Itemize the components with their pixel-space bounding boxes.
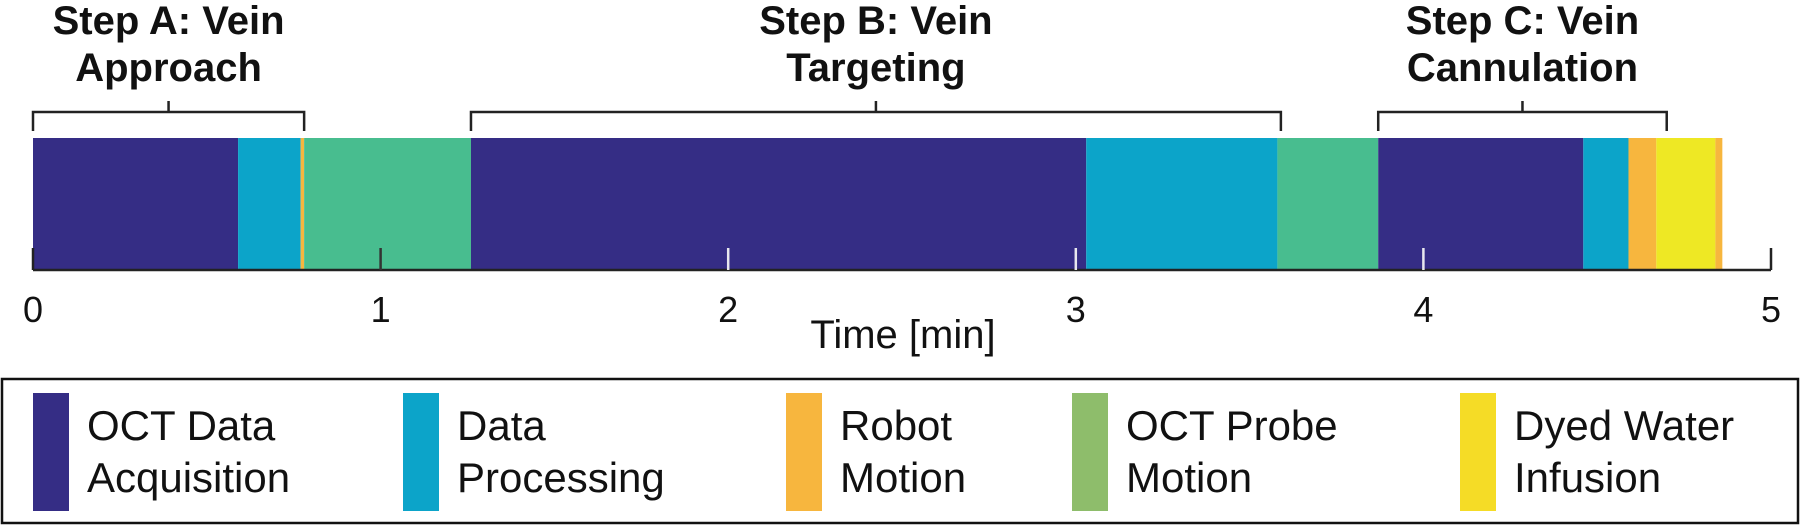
legend-swatch-0 xyxy=(33,393,69,511)
legend-swatch-2 xyxy=(786,393,822,511)
legend-swatch-1 xyxy=(403,393,439,511)
segment-probe-6 xyxy=(1277,138,1379,270)
legend-swatch-3 xyxy=(1072,393,1108,511)
x-tick-label-5: 5 xyxy=(1761,289,1781,330)
segment-oct-acq-7 xyxy=(1378,138,1584,270)
segment-robot-11 xyxy=(1715,138,1723,270)
x-tick-label-1: 1 xyxy=(371,289,391,330)
segment-robot-9 xyxy=(1628,138,1657,270)
segment-probe-3 xyxy=(304,138,471,270)
x-axis-label: Time [min] xyxy=(810,313,995,357)
segment-dye-10 xyxy=(1656,138,1716,270)
legend-frame xyxy=(0,377,1800,525)
step-bracket-1 xyxy=(469,101,1283,131)
segment-data-proc-1 xyxy=(238,138,301,270)
step-bracket-2 xyxy=(1376,101,1668,131)
segment-data-proc-8 xyxy=(1583,138,1629,270)
segment-robot-2 xyxy=(300,138,305,270)
segment-oct-acq-4 xyxy=(470,138,1087,270)
step-bracket-0 xyxy=(31,101,306,131)
legend-swatch-4 xyxy=(1460,393,1496,511)
x-axis: 0 1 2 3 4 5 xyxy=(23,248,1781,330)
step-brackets xyxy=(31,101,1668,131)
segment-data-proc-5 xyxy=(1086,138,1278,270)
x-tick-label-0: 0 xyxy=(23,289,43,330)
x-tick-label-4: 4 xyxy=(1413,289,1433,330)
timeline-segments xyxy=(33,138,1723,270)
x-tick-label-3: 3 xyxy=(1066,289,1086,330)
segment-oct-acq-0 xyxy=(33,138,239,270)
x-tick-label-2: 2 xyxy=(718,289,738,330)
